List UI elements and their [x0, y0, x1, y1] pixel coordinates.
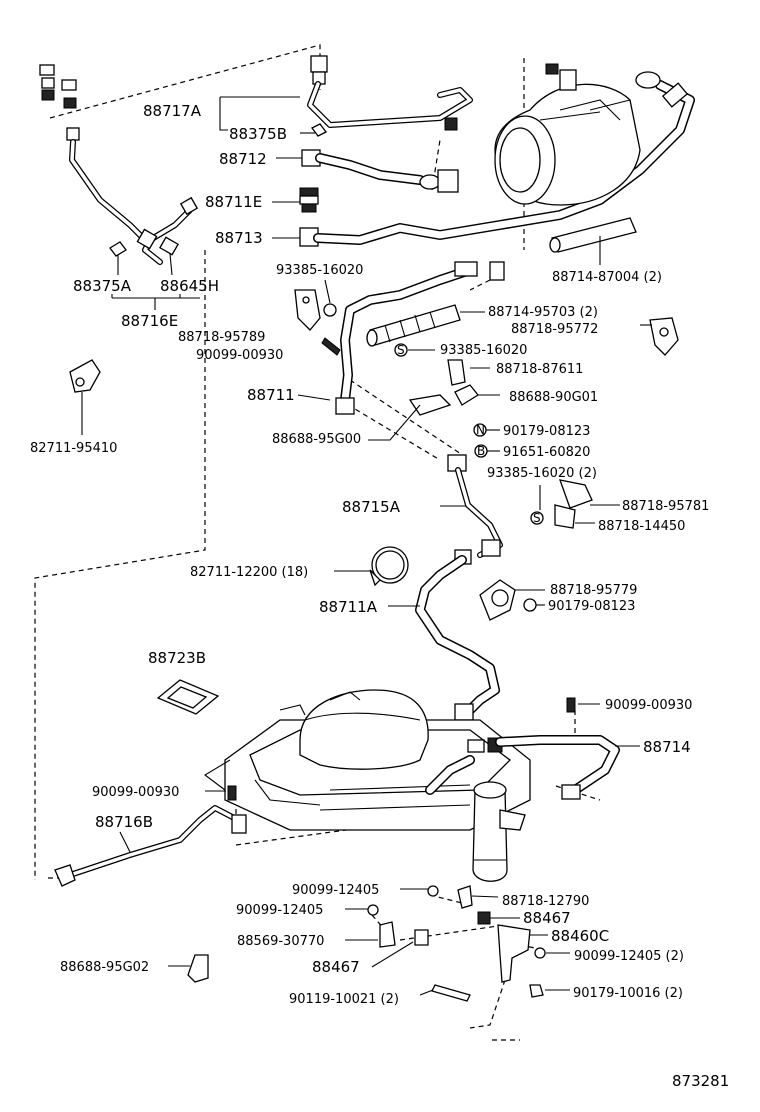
pipe-88716B	[54, 785, 247, 887]
label-91651-60820: 91651-60820	[503, 445, 590, 460]
label-88711A: 88711A	[319, 598, 378, 616]
label-88718-95781: 88718-95781	[622, 499, 709, 514]
label-88688-95G02: 88688-95G02	[60, 960, 149, 975]
label-88713: 88713	[215, 229, 263, 247]
clamps-95781-14450: S	[530, 479, 620, 529]
cable-tie-82711-12200	[334, 546, 409, 587]
clamp-88718-95779	[479, 579, 545, 621]
bracket-82711-95410	[69, 359, 101, 435]
svg-text:B: B	[477, 444, 485, 458]
label-88715A: 88715A	[342, 498, 401, 516]
label-88467-b: 88467	[312, 958, 360, 976]
part-number-labels: 88717A 88375B 88712 88711E 88713 88714-8…	[30, 102, 729, 1090]
label-88718-95772: 88718-95772	[511, 322, 598, 337]
label-88711E: 88711E	[205, 193, 262, 211]
label-88645H: 88645H	[160, 277, 219, 295]
label-88714-95703: 88714-95703 (2)	[488, 305, 598, 320]
svg-text:S: S	[533, 511, 541, 525]
label-93385-16020-b: 93385-16020	[440, 343, 527, 358]
label-88714: 88714	[643, 738, 691, 756]
evaporator-unit	[204, 689, 531, 831]
diagram-number: 873281	[672, 1072, 729, 1090]
label-93385-16020-c: 93385-16020 (2)	[487, 466, 597, 481]
label-88723B: 88723B	[148, 649, 206, 667]
insulation-88714-95703	[366, 304, 485, 347]
label-93385-16020-a: 93385-16020	[276, 263, 363, 278]
bottom-parts	[168, 885, 570, 1002]
label-88716E: 88716E	[121, 312, 178, 330]
label-90099-12405-c: 90099-12405 (2)	[574, 949, 684, 964]
ac-compressor	[494, 63, 641, 206]
label-88569-30770: 88569-30770	[237, 934, 324, 949]
label-88714-87004: 88714-87004 (2)	[552, 270, 662, 285]
pipe-88715A	[440, 454, 503, 558]
label-88718-87611: 88718-87611	[496, 362, 583, 377]
pipe-88716E-assembly	[39, 64, 200, 310]
label-82711-12200: 82711-12200 (18)	[190, 565, 308, 580]
label-90119-10021: 90119-10021 (2)	[289, 992, 399, 1007]
hose-88714	[467, 697, 640, 800]
label-90099-00930-b: 90099-00930	[605, 698, 692, 713]
hose-88712	[276, 149, 459, 193]
hose-88711	[297, 261, 505, 415]
svg-text:S: S	[397, 343, 405, 357]
label-88712: 88712	[219, 150, 267, 168]
label-88460C: 88460C	[551, 927, 609, 945]
label-90099-00930-a: 90099-00930	[196, 348, 283, 363]
label-82711-95410: 82711-95410	[30, 441, 117, 456]
label-88718-95779: 88718-95779	[550, 583, 637, 598]
label-88688-90G01: 88688-90G01	[509, 390, 598, 405]
hose-88713	[272, 71, 695, 247]
svg-text:N: N	[476, 423, 485, 437]
label-90099-00930-c: 90099-00930	[92, 785, 179, 800]
label-88717A: 88717A	[143, 102, 202, 120]
label-90099-12405-a: 90099-12405	[292, 883, 379, 898]
label-90179-08123-b: 90179-08123	[548, 599, 635, 614]
label-90179-10016: 90179-10016 (2)	[573, 986, 683, 1001]
hose-88711A	[388, 549, 500, 721]
clamp-88718-95772	[640, 317, 679, 356]
small-parts-cluster: S N B	[368, 343, 500, 458]
label-88467-a: 88467	[523, 909, 571, 927]
pad-88723B	[156, 679, 220, 715]
label-88711: 88711	[247, 386, 295, 404]
label-90179-08123-a: 90179-08123	[503, 424, 590, 439]
label-88718-95789: 88718-95789	[178, 330, 265, 345]
hose-sleeve-88714-87004	[549, 217, 637, 265]
label-88688-95G00: 88688-95G00	[272, 432, 361, 447]
label-88718-14450: 88718-14450	[598, 519, 685, 534]
receiver-dryer	[472, 781, 526, 882]
fitting-88711E	[272, 187, 319, 213]
pipe-88717A	[219, 55, 473, 137]
label-88716B: 88716B	[95, 813, 153, 831]
label-88718-12790: 88718-12790	[502, 894, 589, 909]
label-88375A: 88375A	[73, 277, 132, 295]
label-88375B: 88375B	[229, 125, 287, 143]
label-90099-12405-b: 90099-12405	[236, 903, 323, 918]
bracket-88718-95789	[294, 279, 341, 356]
